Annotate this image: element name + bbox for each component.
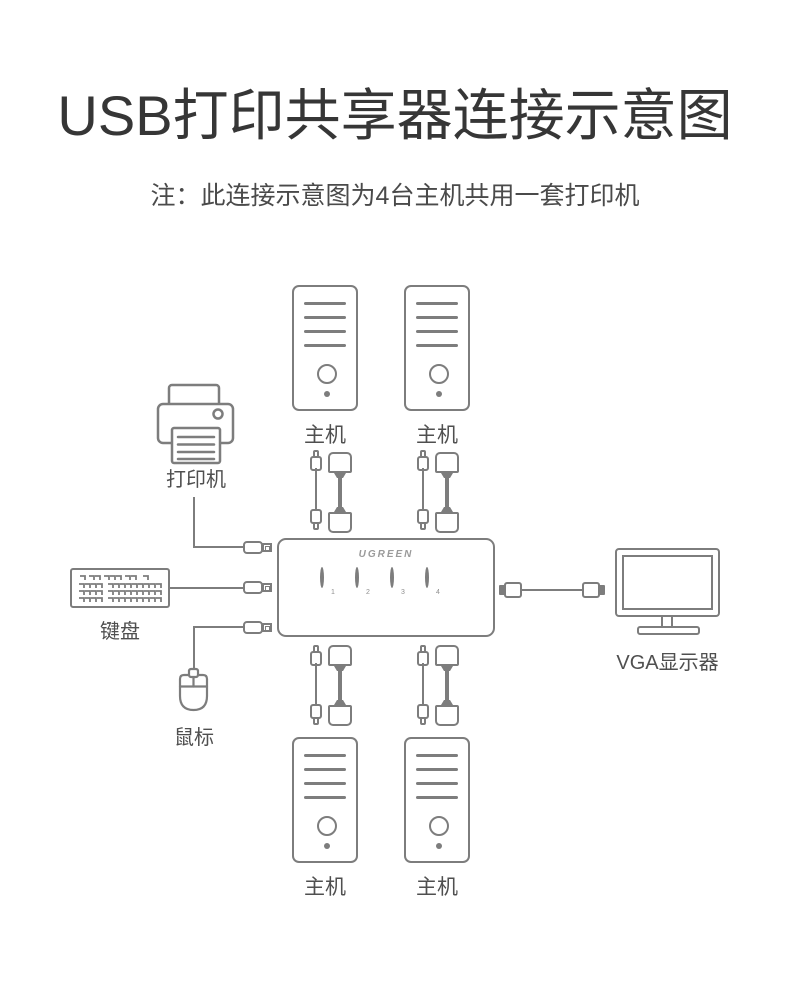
vent-line	[304, 316, 346, 319]
monitor-cable-connector	[599, 585, 605, 595]
mouse-icon	[178, 667, 209, 712]
vent-line	[304, 768, 346, 771]
monitor-label: VGA显示器	[616, 652, 719, 674]
vent-line	[416, 796, 458, 799]
usb-cable-thin-icon	[310, 450, 322, 530]
keyboard-icon	[70, 568, 170, 608]
usb-plug-icon	[243, 541, 273, 555]
printer-label: 打印机	[166, 469, 226, 491]
usb-cable-thick-icon	[435, 452, 459, 533]
vent-line	[416, 302, 458, 305]
page-title: USB打印共享器连接示意图	[57, 84, 733, 147]
host-tower-bottom-right	[404, 737, 470, 863]
power-button-icon	[429, 816, 449, 836]
port-button-icon	[355, 567, 359, 588]
port-number: 3	[401, 589, 405, 596]
page-note: 注：此连接示意图为4台主机共用一套打印机	[150, 182, 640, 210]
power-led-icon	[436, 843, 442, 849]
power-button-icon	[317, 816, 337, 836]
vent-line	[304, 782, 346, 785]
printer-icon	[156, 383, 235, 465]
printer-cable-line	[193, 497, 195, 547]
monitor-cable-connector	[582, 582, 600, 598]
port-button-icon	[425, 567, 429, 588]
port-number: 2	[366, 589, 370, 596]
mouse-cable-line	[193, 626, 245, 628]
usb-cable-thick-icon	[328, 452, 352, 533]
port-number: 1	[331, 589, 335, 596]
host-label-top-right: 主机	[416, 424, 458, 447]
usb-cable-thin-icon	[417, 645, 429, 725]
mouse-cable-line	[193, 626, 195, 670]
host-tower-bottom-left	[292, 737, 358, 863]
power-button-icon	[317, 364, 337, 384]
monitor-base	[637, 626, 700, 635]
host-label-bottom-right: 主机	[416, 876, 458, 899]
monitor-cable-line	[521, 589, 583, 591]
brand-logo: UGREEN	[358, 549, 414, 560]
port-knob-4: 4	[425, 567, 451, 596]
port-button-icon	[320, 567, 324, 588]
usb-cable-thin-icon	[310, 645, 322, 725]
usb-cable-thin-icon	[417, 450, 429, 530]
usb-plug-icon	[243, 581, 273, 595]
port-knob-2: 2	[355, 567, 381, 596]
port-button-icon	[390, 567, 394, 588]
monitor-cable-connector	[499, 585, 505, 595]
keyboard-cable-line	[169, 587, 245, 589]
vent-line	[416, 782, 458, 785]
mouse-label: 鼠标	[174, 727, 214, 749]
port-number: 4	[436, 589, 440, 596]
vent-line	[416, 330, 458, 333]
keyboard-label: 键盘	[100, 621, 140, 643]
host-label-top-left: 主机	[304, 424, 346, 447]
vent-line	[304, 754, 346, 757]
vent-line	[304, 344, 346, 347]
port-knob-3: 3	[390, 567, 416, 596]
monitor-screen	[622, 555, 713, 610]
usb-cable-thick-icon	[328, 645, 352, 726]
vent-line	[304, 330, 346, 333]
power-led-icon	[324, 843, 330, 849]
usb-plug-icon	[243, 621, 273, 635]
host-tower-top-right	[404, 285, 470, 411]
vent-line	[304, 796, 346, 799]
monitor-cable-connector	[504, 582, 522, 598]
power-led-icon	[436, 391, 442, 397]
monitor-stand	[661, 615, 673, 627]
usb-cable-thick-icon	[435, 645, 459, 726]
power-button-icon	[429, 364, 449, 384]
host-tower-top-left	[292, 285, 358, 411]
vent-line	[416, 754, 458, 757]
port-knob-1: 1	[320, 567, 346, 596]
vent-line	[304, 302, 346, 305]
host-label-bottom-left: 主机	[304, 876, 346, 899]
vent-line	[416, 316, 458, 319]
vent-line	[416, 344, 458, 347]
vent-line	[416, 768, 458, 771]
printer-cable-line	[193, 546, 245, 548]
power-led-icon	[324, 391, 330, 397]
usb-sharing-switch	[277, 538, 495, 637]
